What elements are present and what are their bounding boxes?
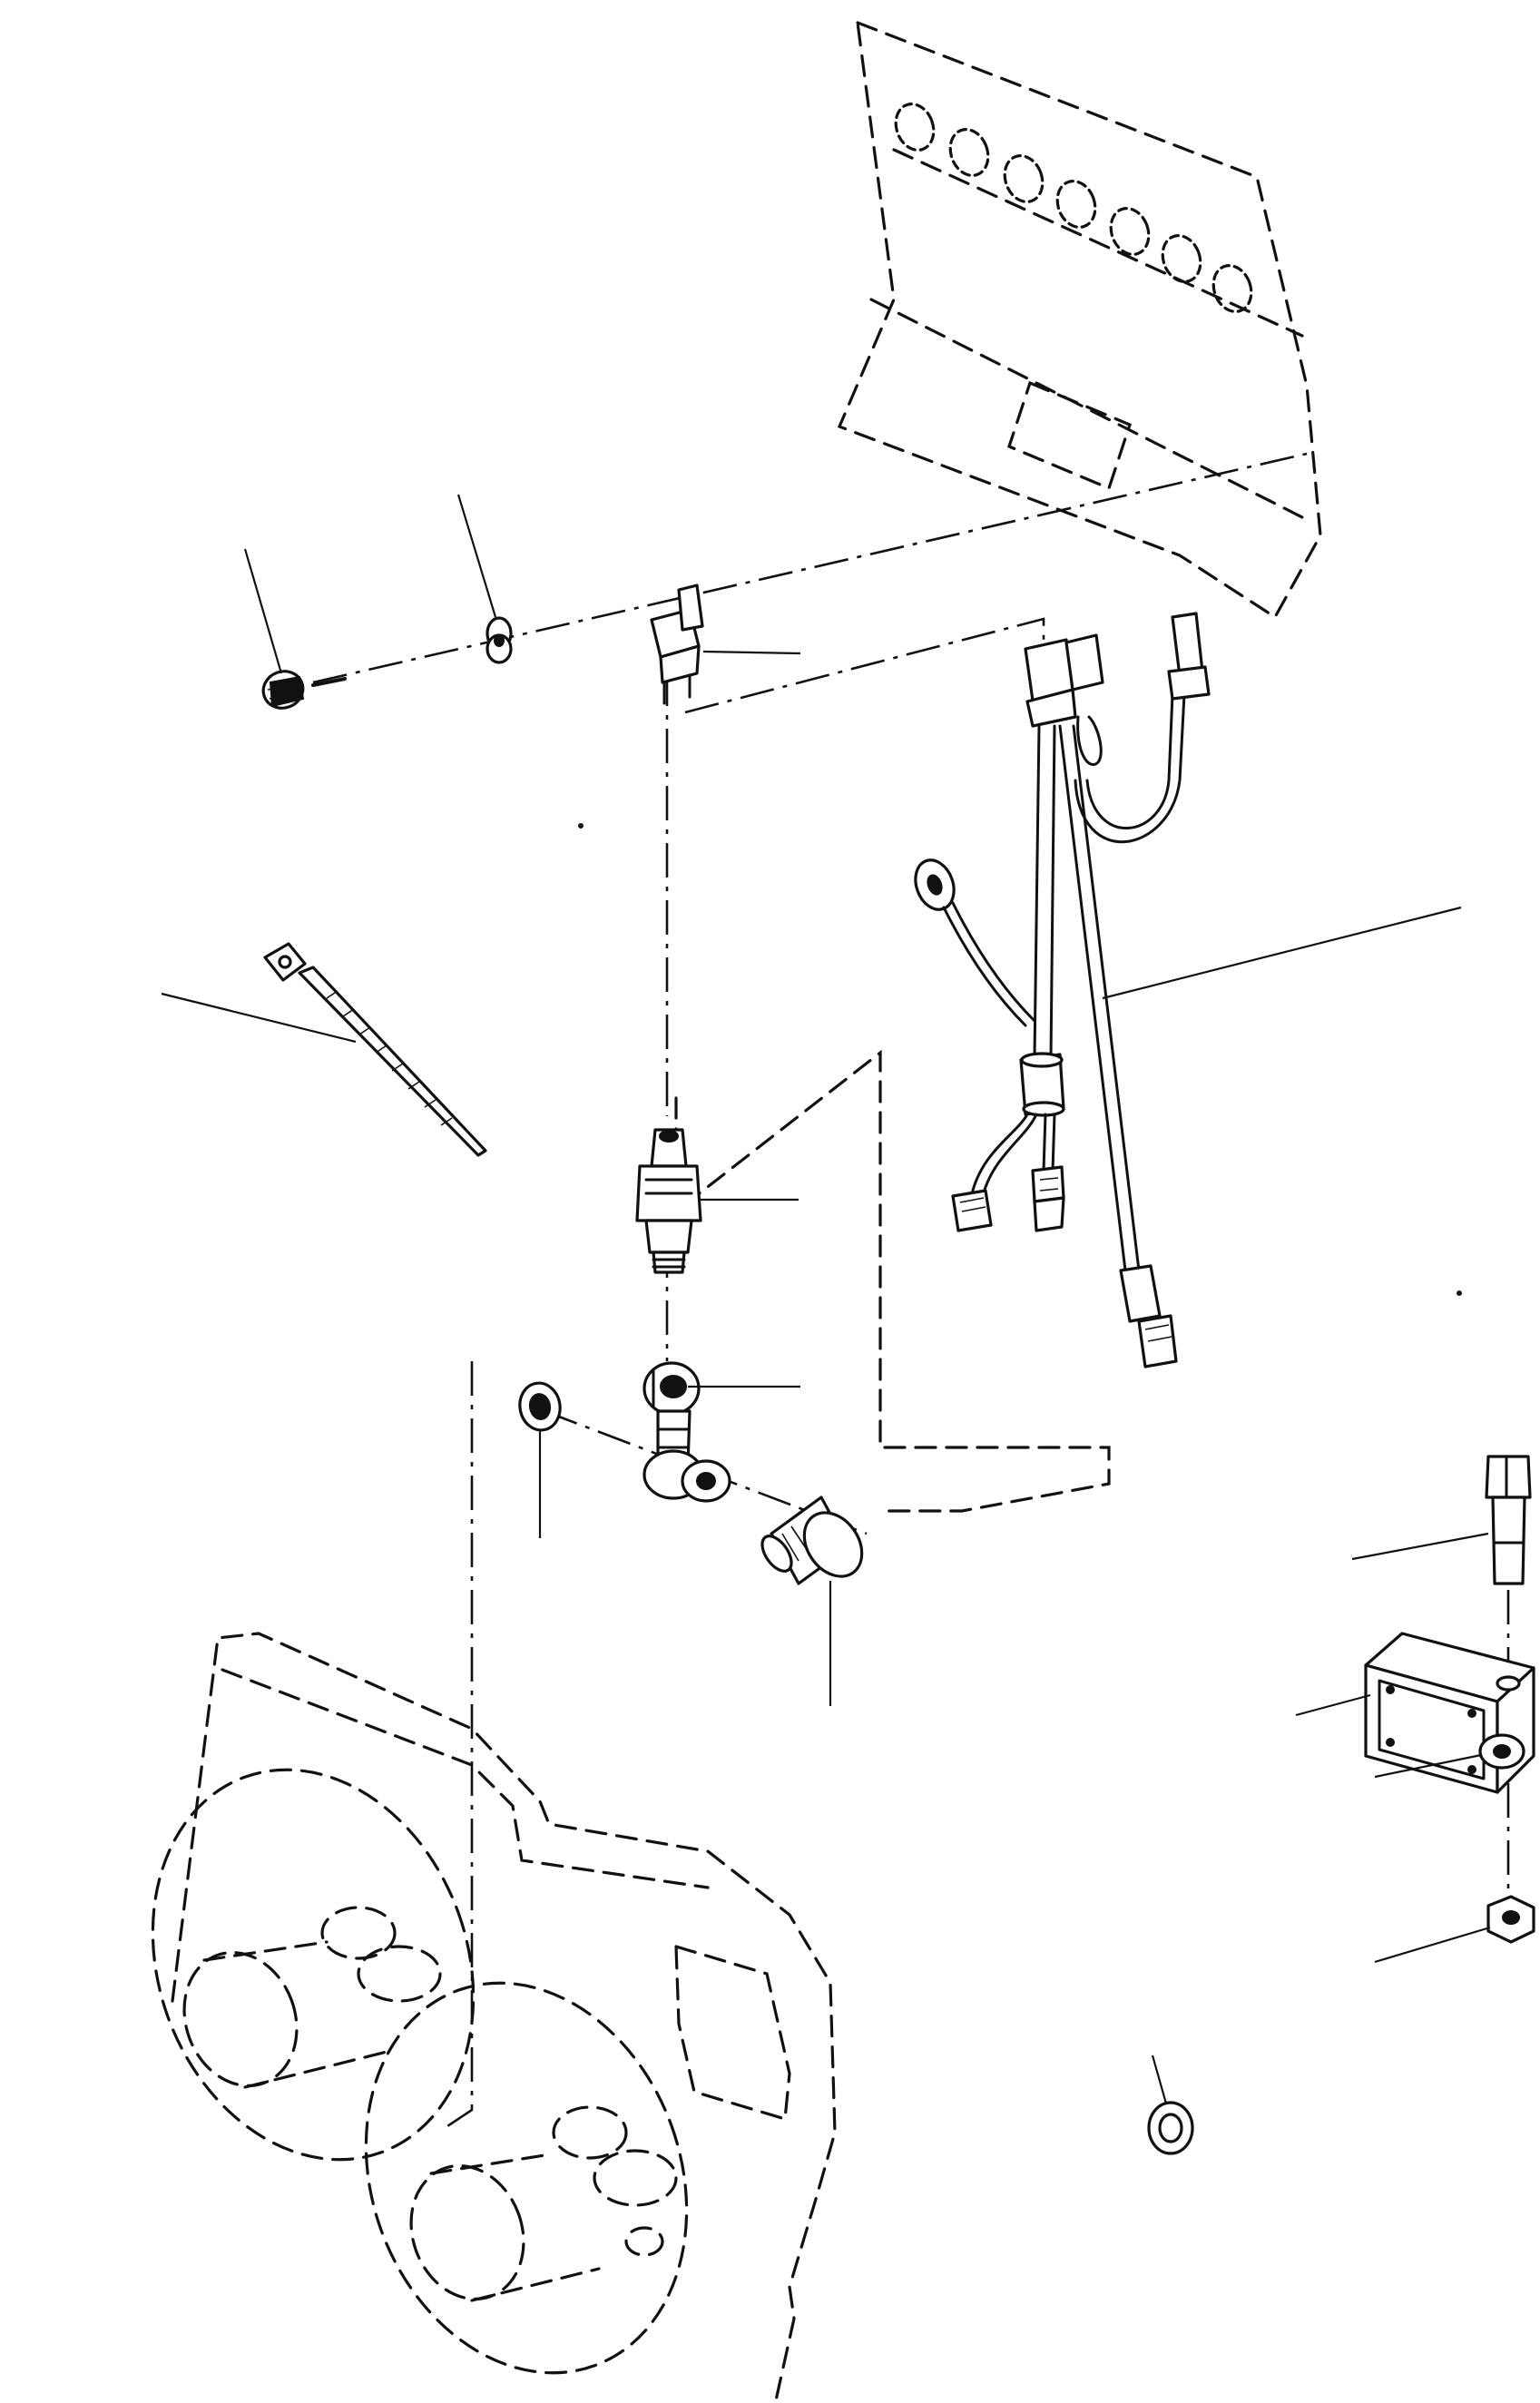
callout-leaders <box>161 494 1491 2104</box>
mounting-bolt <box>1485 1455 1532 1585</box>
pressure-switch <box>635 1128 702 1274</box>
leader-harness <box>1102 906 1462 1000</box>
leader-bolt-right <box>1351 1532 1489 1561</box>
banjo-bolt <box>760 1496 864 1585</box>
assembly-center-lines <box>312 452 1510 2130</box>
banjo-elbow <box>642 1409 731 1503</box>
leader-grommet <box>456 494 497 618</box>
hose-routing-outline <box>674 1049 1111 1513</box>
scan-dot <box>578 823 584 829</box>
connector-plug <box>261 670 347 710</box>
sealing-washer <box>518 1381 562 1432</box>
leader-cable-tie <box>161 992 357 1044</box>
leader-bushing <box>1151 2055 1168 2104</box>
pump-housing <box>151 1632 837 2402</box>
gauge-holes <box>894 103 1253 313</box>
leader-hex-nut <box>1374 1926 1491 1964</box>
leader-lock-washer <box>1374 1753 1482 1779</box>
grommet <box>486 616 513 664</box>
scan-dot <box>1457 1290 1462 1296</box>
relay-switch <box>650 584 704 705</box>
wiring-harness <box>914 612 1211 1368</box>
leader-rubber-mount <box>1295 1693 1371 1717</box>
instrument-panel <box>837 20 1322 620</box>
leader-relay <box>702 650 801 655</box>
flare-fitting <box>642 1361 701 1416</box>
hex-nut <box>1486 1895 1535 1944</box>
spacer-bushing <box>1147 2101 1194 2155</box>
lock-washer <box>1478 1733 1525 1770</box>
cable-tie <box>263 942 487 1157</box>
leader-connector-plug <box>243 548 283 674</box>
